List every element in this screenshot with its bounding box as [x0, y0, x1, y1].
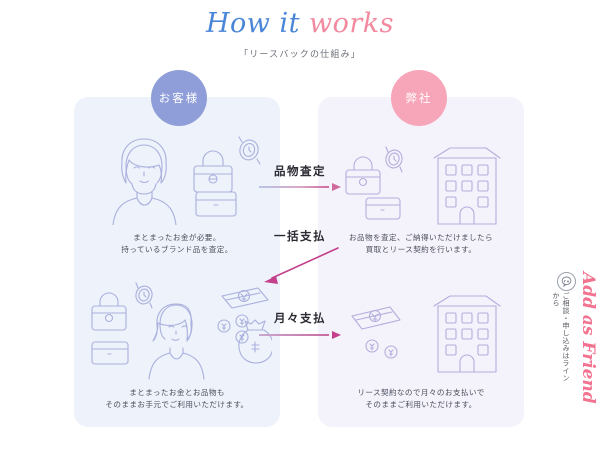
step-3: 月々支払 [245, 310, 355, 326]
step-3-label: 月々支払 [274, 313, 326, 325]
step-1-label: 品物査定 [274, 166, 326, 178]
customer-bottom-caption: まとまったお金とお品物も そのままお手元でご利用いただけます。 [74, 387, 280, 411]
page-title-part1: How it [205, 8, 300, 39]
page-title-part2: works [309, 8, 395, 39]
illustration-company-appraisal [340, 140, 506, 225]
illustration-customer-money-items [84, 280, 272, 380]
badge-customer: お客様 [151, 70, 207, 126]
arrow-head [332, 330, 341, 339]
badge-customer-label: お客様 [158, 93, 200, 105]
customer-top-caption-line1: まとまったお金が必要。 [133, 233, 221, 242]
arrow-head [332, 182, 341, 191]
customer-top-caption-line2: 持っているブランド品を査定。 [121, 245, 233, 254]
customer-panel [74, 97, 280, 427]
arrow-shaft [259, 186, 329, 188]
line-widget-brand-text: Add as Friend [578, 272, 598, 404]
arrow-shaft [259, 334, 329, 336]
company-bottom-caption: リース契約なので月々のお支払いで そのままご利用いただけます。 [318, 387, 524, 411]
step-1: 品物査定 [245, 163, 355, 179]
line-add-friend-widget[interactable]: ご相談・申し込みはラインから Add as Friend [552, 272, 598, 404]
line-chat-bubble-icon[interactable] [557, 272, 576, 291]
badge-company: 弊社 [391, 70, 447, 126]
right-arrow-icon-2 [259, 330, 341, 340]
company-top-caption: お品物を査定、ご納得いただけましたら 買取とリース契約を行います。 [318, 232, 524, 256]
step-2-label: 一括支払 [274, 231, 326, 243]
company-top-caption-line2: 買取とリース契約を行います。 [365, 245, 477, 254]
page-subtitle: 「リースバックの仕組み」 [239, 49, 361, 59]
customer-top-caption: まとまったお金が必要。 持っているブランド品を査定。 [74, 232, 280, 256]
right-arrow-icon [259, 182, 341, 192]
company-top-caption-line1: お品物を査定、ご納得いただけましたら [349, 233, 493, 242]
illustration-company-lease [348, 290, 508, 378]
company-bottom-caption-line2: そのままご利用いただけます。 [365, 400, 477, 409]
company-bottom-caption-line1: リース契約なので月々のお支払いで [357, 388, 485, 397]
illustration-customer-items [92, 130, 264, 225]
page-title: How it works [0, 8, 600, 39]
customer-bottom-caption-line1: まとまったお金とお品物も [129, 388, 225, 397]
badge-company-label: 弊社 [405, 93, 433, 105]
customer-bottom-caption-line2: そのままお手元でご利用いただけます。 [105, 400, 249, 409]
diagonal-down-left-arrow-icon [258, 245, 344, 285]
step-2: 一括支払 [245, 228, 355, 244]
line-widget-vertical-text: ご相談・申し込みはラインから [552, 292, 569, 382]
